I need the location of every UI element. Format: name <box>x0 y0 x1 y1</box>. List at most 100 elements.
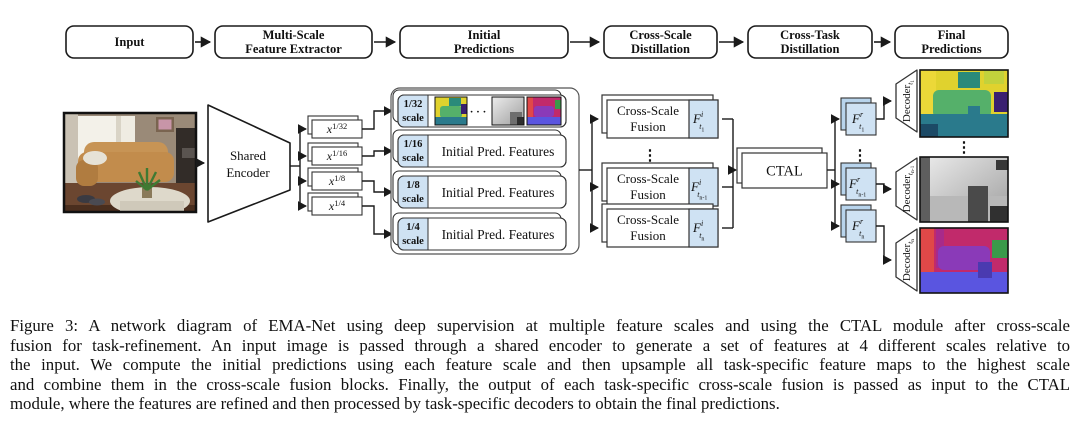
caption-line-4: and combine them in the cross-scale fusi… <box>10 374 1070 394</box>
final-prediction-images: ⋮ <box>919 69 1009 294</box>
pipeline-step-feature-extractor: Multi-Scale Feature Extractor <box>214 25 373 59</box>
svg-text:Cross-Scale: Cross-Scale <box>617 103 679 118</box>
pipeline-step-cross-task-distillation: Cross-Task Distillation <box>747 25 873 59</box>
svg-text:scale: scale <box>402 194 424 205</box>
svg-text:scale: scale <box>402 236 424 247</box>
mini-normals-image <box>526 96 562 126</box>
initial-row-1-4: 1/4 scale Initial Pred. Features <box>392 212 567 251</box>
fusion-to-ctal-connectors <box>722 118 737 229</box>
caption-line-5: module, where the features are refined a… <box>10 394 780 414</box>
svg-text:x1/32: x1/32 <box>326 121 347 136</box>
encoder-fanout-connectors <box>290 124 307 211</box>
svg-text:Predictions: Predictions <box>454 42 514 56</box>
feature-box-1-4: x1/4 <box>307 192 363 216</box>
ctal-to-refined-connectors <box>827 114 840 231</box>
svg-text:scale: scale <box>402 113 424 124</box>
svg-text:Fusion: Fusion <box>630 187 666 202</box>
svg-text:Multi-Scale: Multi-Scale <box>263 28 325 42</box>
svg-text:Cross-Task: Cross-Task <box>780 28 840 42</box>
output-segmentation-image <box>919 69 1009 138</box>
input-photo <box>62 111 198 214</box>
svg-text:x1/8: x1/8 <box>328 173 345 188</box>
svg-text:Decodertn: Decodertn <box>901 239 916 281</box>
initial-row-1-16: 1/16 scale Initial Pred. Features <box>392 129 567 168</box>
feature-to-row-connectors <box>362 106 393 239</box>
svg-text:Fusion: Fusion <box>630 119 666 134</box>
mini-depth-image <box>491 96 525 126</box>
svg-text:Initial Pred. Features: Initial Pred. Features <box>442 185 555 200</box>
svg-text:Cross-Scale: Cross-Scale <box>617 171 679 186</box>
decoder-3: Decodertn <box>895 228 918 292</box>
ctal-module: CTAL <box>736 147 828 189</box>
feature-box-1-8: x1/8 <box>307 167 363 191</box>
mini-segmentation-image <box>434 96 468 126</box>
feature-box-1-32: x1/32 <box>307 115 363 139</box>
decoder-1: Decodert1 <box>895 69 918 133</box>
svg-text:Final: Final <box>938 28 966 42</box>
svg-text:Decodertn-1: Decodertn-1 <box>901 165 916 212</box>
pipeline-row: Input Multi-Scale Feature Extractor Init… <box>65 25 1009 59</box>
initial-predictions-group: 1/32 scale · · · <box>390 87 580 255</box>
svg-text:Distillation: Distillation <box>631 42 690 56</box>
svg-text:1/32: 1/32 <box>404 99 423 110</box>
caption-line-1: Figure 3: A network diagram of EMA-Net u… <box>10 316 1070 335</box>
caption-line-2: fusion for task-refinement. An input ima… <box>10 335 1070 355</box>
ctal-label: CTAL <box>766 164 803 180</box>
output-vdots: ⋮ <box>957 140 972 156</box>
pipeline-step-cross-scale-distillation: Cross-Scale Distillation <box>603 25 718 59</box>
refined-to-decoder-connectors <box>876 96 892 265</box>
fusion-vdots: ⋮ <box>643 148 658 164</box>
rows-to-fusion-connectors <box>579 114 599 233</box>
pipeline-step-final-predictions: Final Predictions <box>894 25 1009 59</box>
svg-text:Distillation: Distillation <box>780 42 839 56</box>
svg-text:Shared: Shared <box>230 148 267 163</box>
pipeline-step-initial-predictions: Initial Predictions <box>399 25 569 59</box>
svg-text:Encoder: Encoder <box>226 165 270 180</box>
svg-text:Predictions: Predictions <box>921 42 981 56</box>
output-normals-image <box>919 227 1009 294</box>
svg-text:x1/16: x1/16 <box>326 148 347 163</box>
svg-text:Initial Pred. Features: Initial Pred. Features <box>442 144 555 159</box>
initial-row-1-32: 1/32 scale · · · <box>392 89 567 128</box>
svg-text:Decodert1: Decodert1 <box>901 80 916 122</box>
multi-scale-feature-boxes: x1/32 x1/16 x1/8 x1/4 <box>307 115 363 216</box>
feature-box-1-16: x1/16 <box>307 142 363 166</box>
shared-encoder: Shared Encoder <box>207 104 291 223</box>
caption-line-3: the input. We compute the initial predic… <box>10 355 1070 375</box>
svg-text:1/16: 1/16 <box>404 139 423 150</box>
svg-text:1/8: 1/8 <box>406 180 419 191</box>
initial-row-1-8: 1/8 scale Initial Pred. Features <box>392 170 567 209</box>
figure-caption: Figure 3: A network diagram of EMA-Net u… <box>10 316 1070 414</box>
svg-text:x1/4: x1/4 <box>328 198 346 213</box>
ema-net-diagram: Input Multi-Scale Feature Extractor Init… <box>62 25 1009 294</box>
row-ellipsis: · · · <box>470 106 487 118</box>
pipeline-step-input: Input <box>65 25 194 59</box>
svg-text:Initial Pred. Features: Initial Pred. Features <box>442 227 555 242</box>
svg-text:scale: scale <box>402 153 424 164</box>
svg-text:Feature Extractor: Feature Extractor <box>245 42 342 56</box>
output-depth-image <box>919 156 1009 223</box>
svg-text:1/4: 1/4 <box>406 222 420 233</box>
svg-text:Cross-Scale: Cross-Scale <box>617 212 679 227</box>
refined-vdots: ⋮ <box>853 148 868 164</box>
svg-text:Cross-Scale: Cross-Scale <box>629 28 692 42</box>
pipeline-step-input-label: Input <box>115 35 146 49</box>
svg-text:Fusion: Fusion <box>630 228 666 243</box>
svg-text:Initial: Initial <box>468 28 501 42</box>
task-decoders: Decodert1 Decodertn-1 Decodertn <box>895 69 918 292</box>
